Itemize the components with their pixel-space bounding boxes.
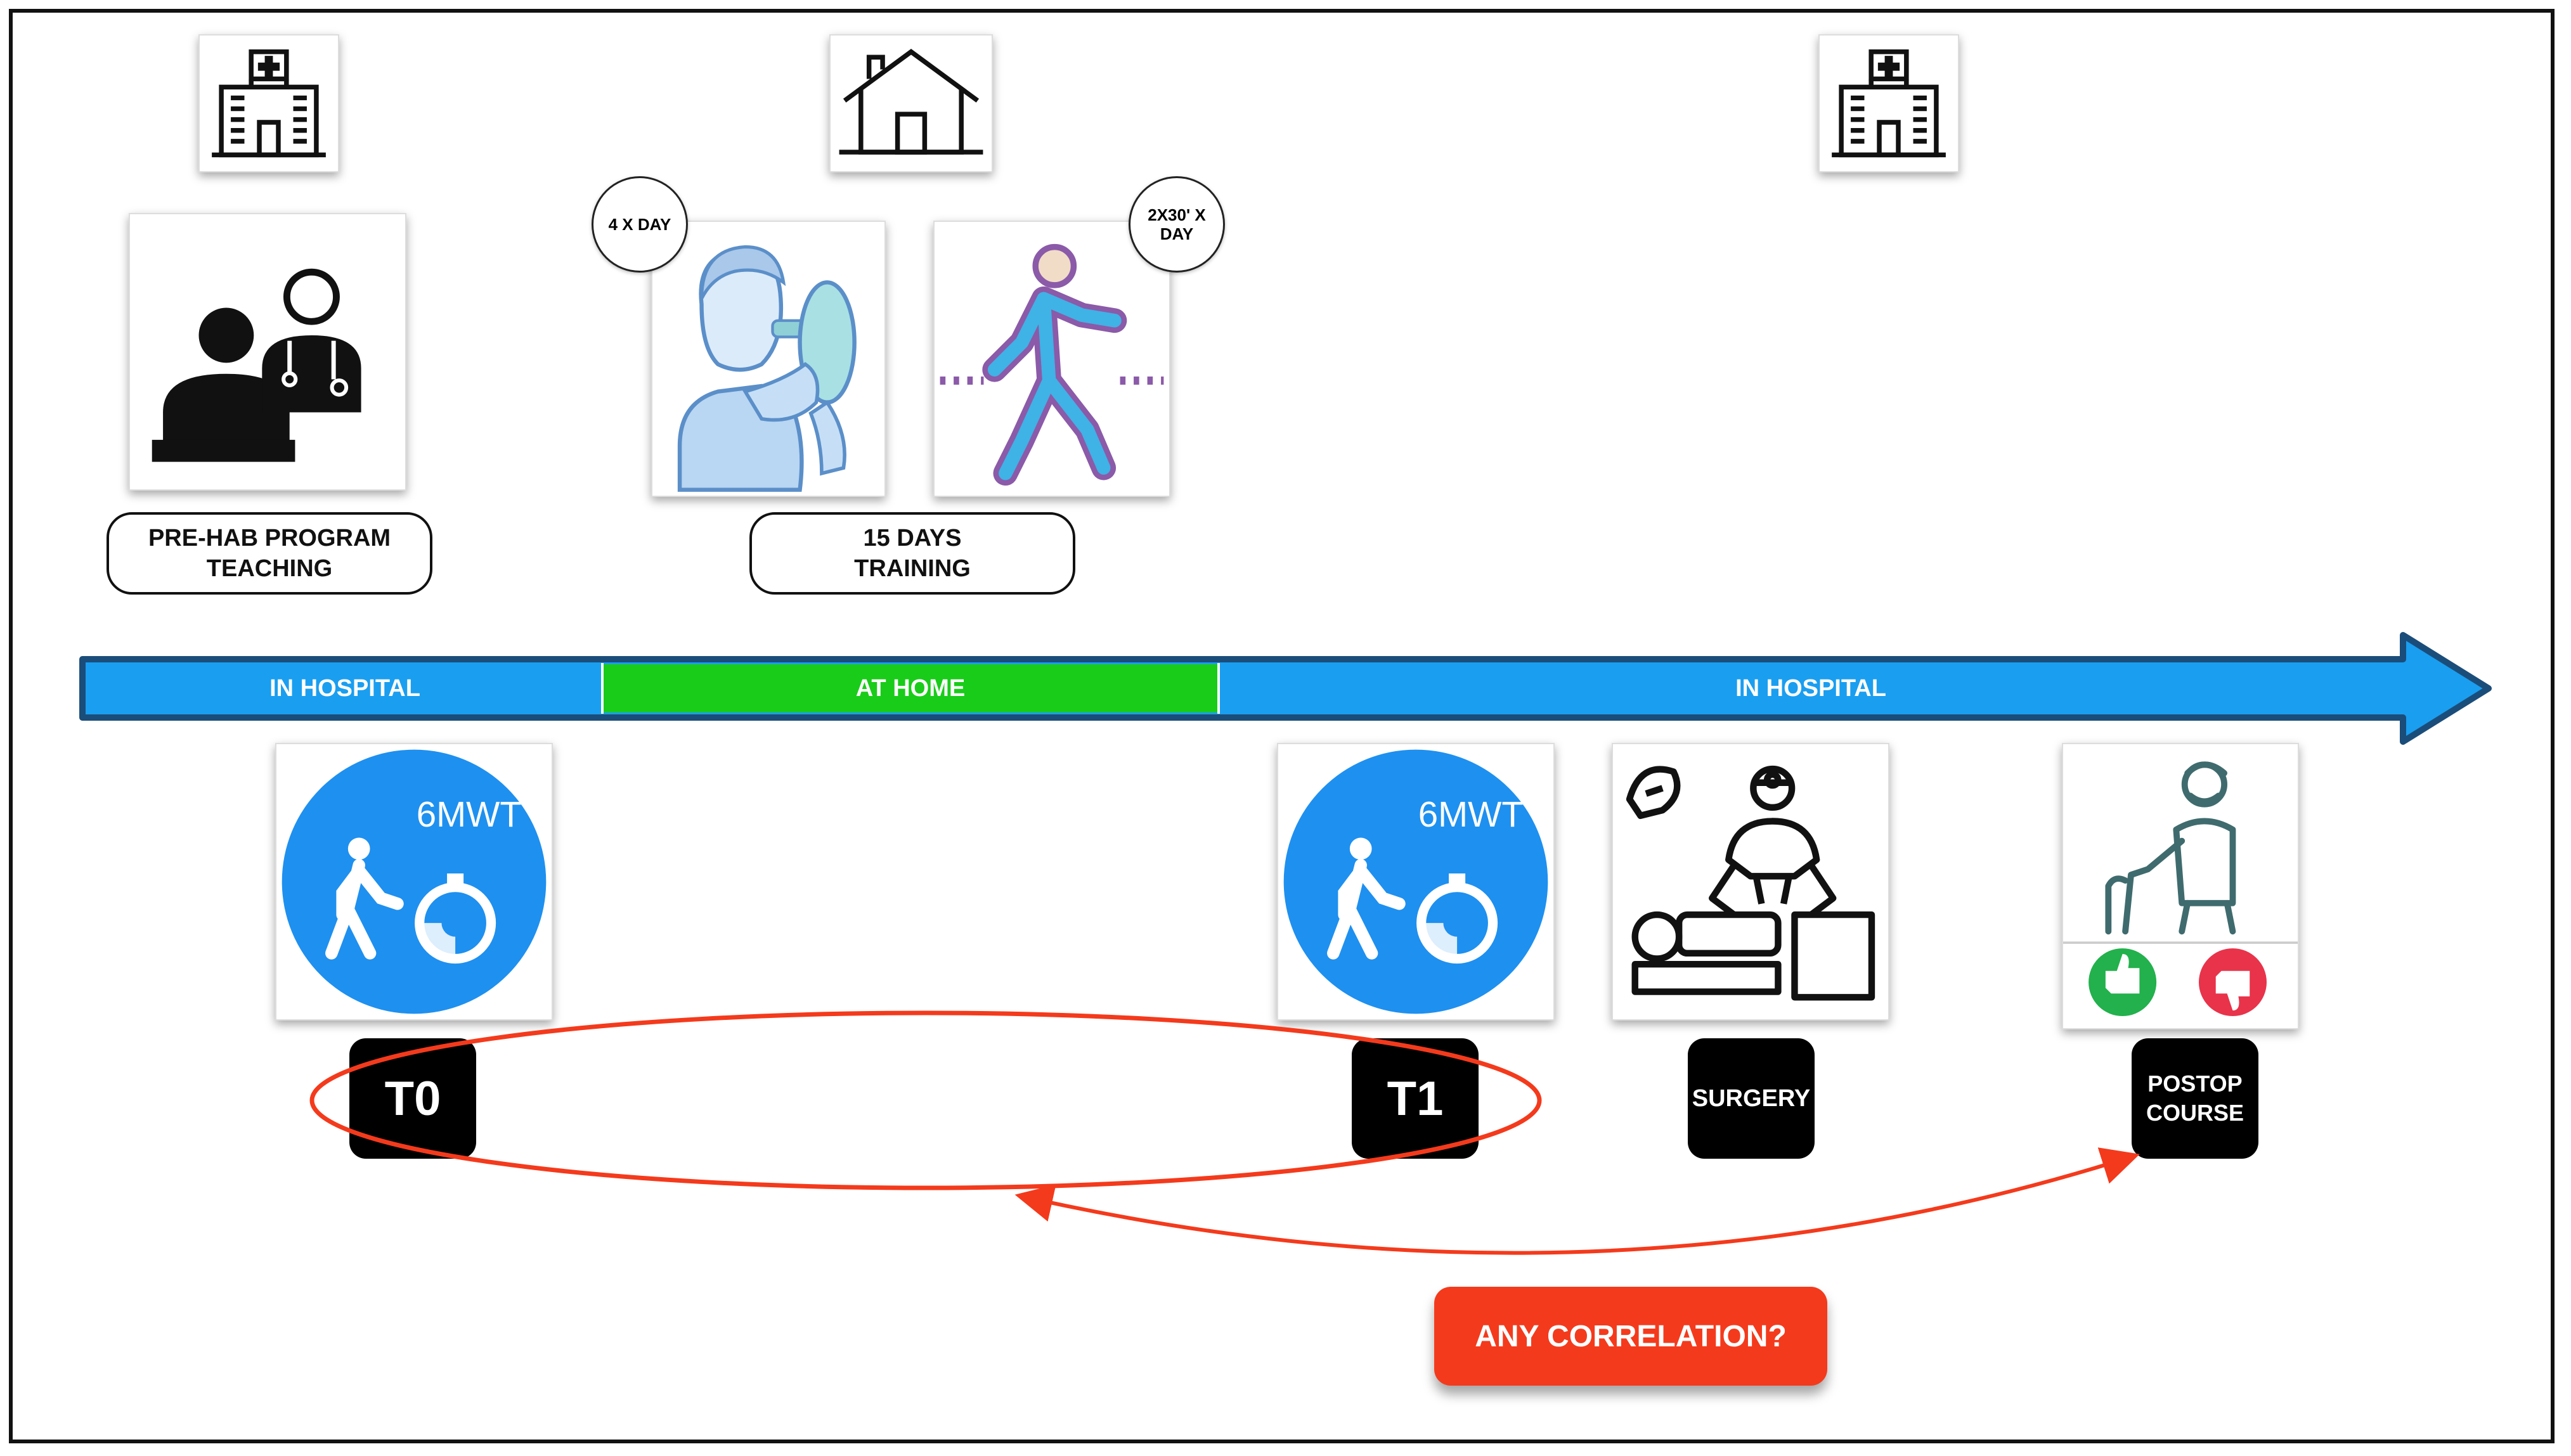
milestone-t1: T1: [1352, 1038, 1479, 1159]
elderly-patient-icon: [2062, 743, 2299, 1029]
timeline-segment-home: AT HOME: [855, 674, 966, 702]
home-icon: [829, 34, 993, 172]
six-minute-walk-test-icon-2: 6MWT: [1277, 743, 1555, 1021]
correlation-question: ANY CORRELATION?: [1434, 1287, 1827, 1386]
milestone-t0: T0: [349, 1038, 476, 1159]
walking-person-icon: [933, 221, 1170, 497]
patient-doctor-icon: [129, 213, 406, 491]
hospital-icon-right: [1818, 34, 1959, 172]
milestone-surgery: SURGERY: [1688, 1038, 1815, 1159]
six-minute-walk-test-icon: 6MWT: [275, 743, 553, 1021]
timeline-segment-hospital-1: IN HOSPITAL: [269, 674, 420, 702]
walk-frequency-badge: 2X30' X DAY: [1129, 176, 1225, 273]
milestone-postop-course: POSTOP COURSE: [2132, 1038, 2258, 1159]
hospital-icon: [198, 34, 339, 172]
inhaler-frequency-badge: 4 X DAY: [592, 176, 688, 273]
surgery-icon: [1612, 743, 1889, 1021]
six-minute-walk-test-label: 6MWT: [417, 794, 522, 834]
timeline-segment-hospital-2: IN HOSPITAL: [1735, 674, 1886, 702]
teaching-label: PRE-HAB PROGRAM TEACHING: [107, 512, 432, 595]
six-minute-walk-test-label-2: 6MWT: [1418, 794, 1524, 834]
training-label: 15 DAYS TRAINING: [749, 512, 1075, 595]
inhaler-exercise-icon: [651, 221, 886, 497]
diagram-frame: [9, 9, 2555, 1443]
